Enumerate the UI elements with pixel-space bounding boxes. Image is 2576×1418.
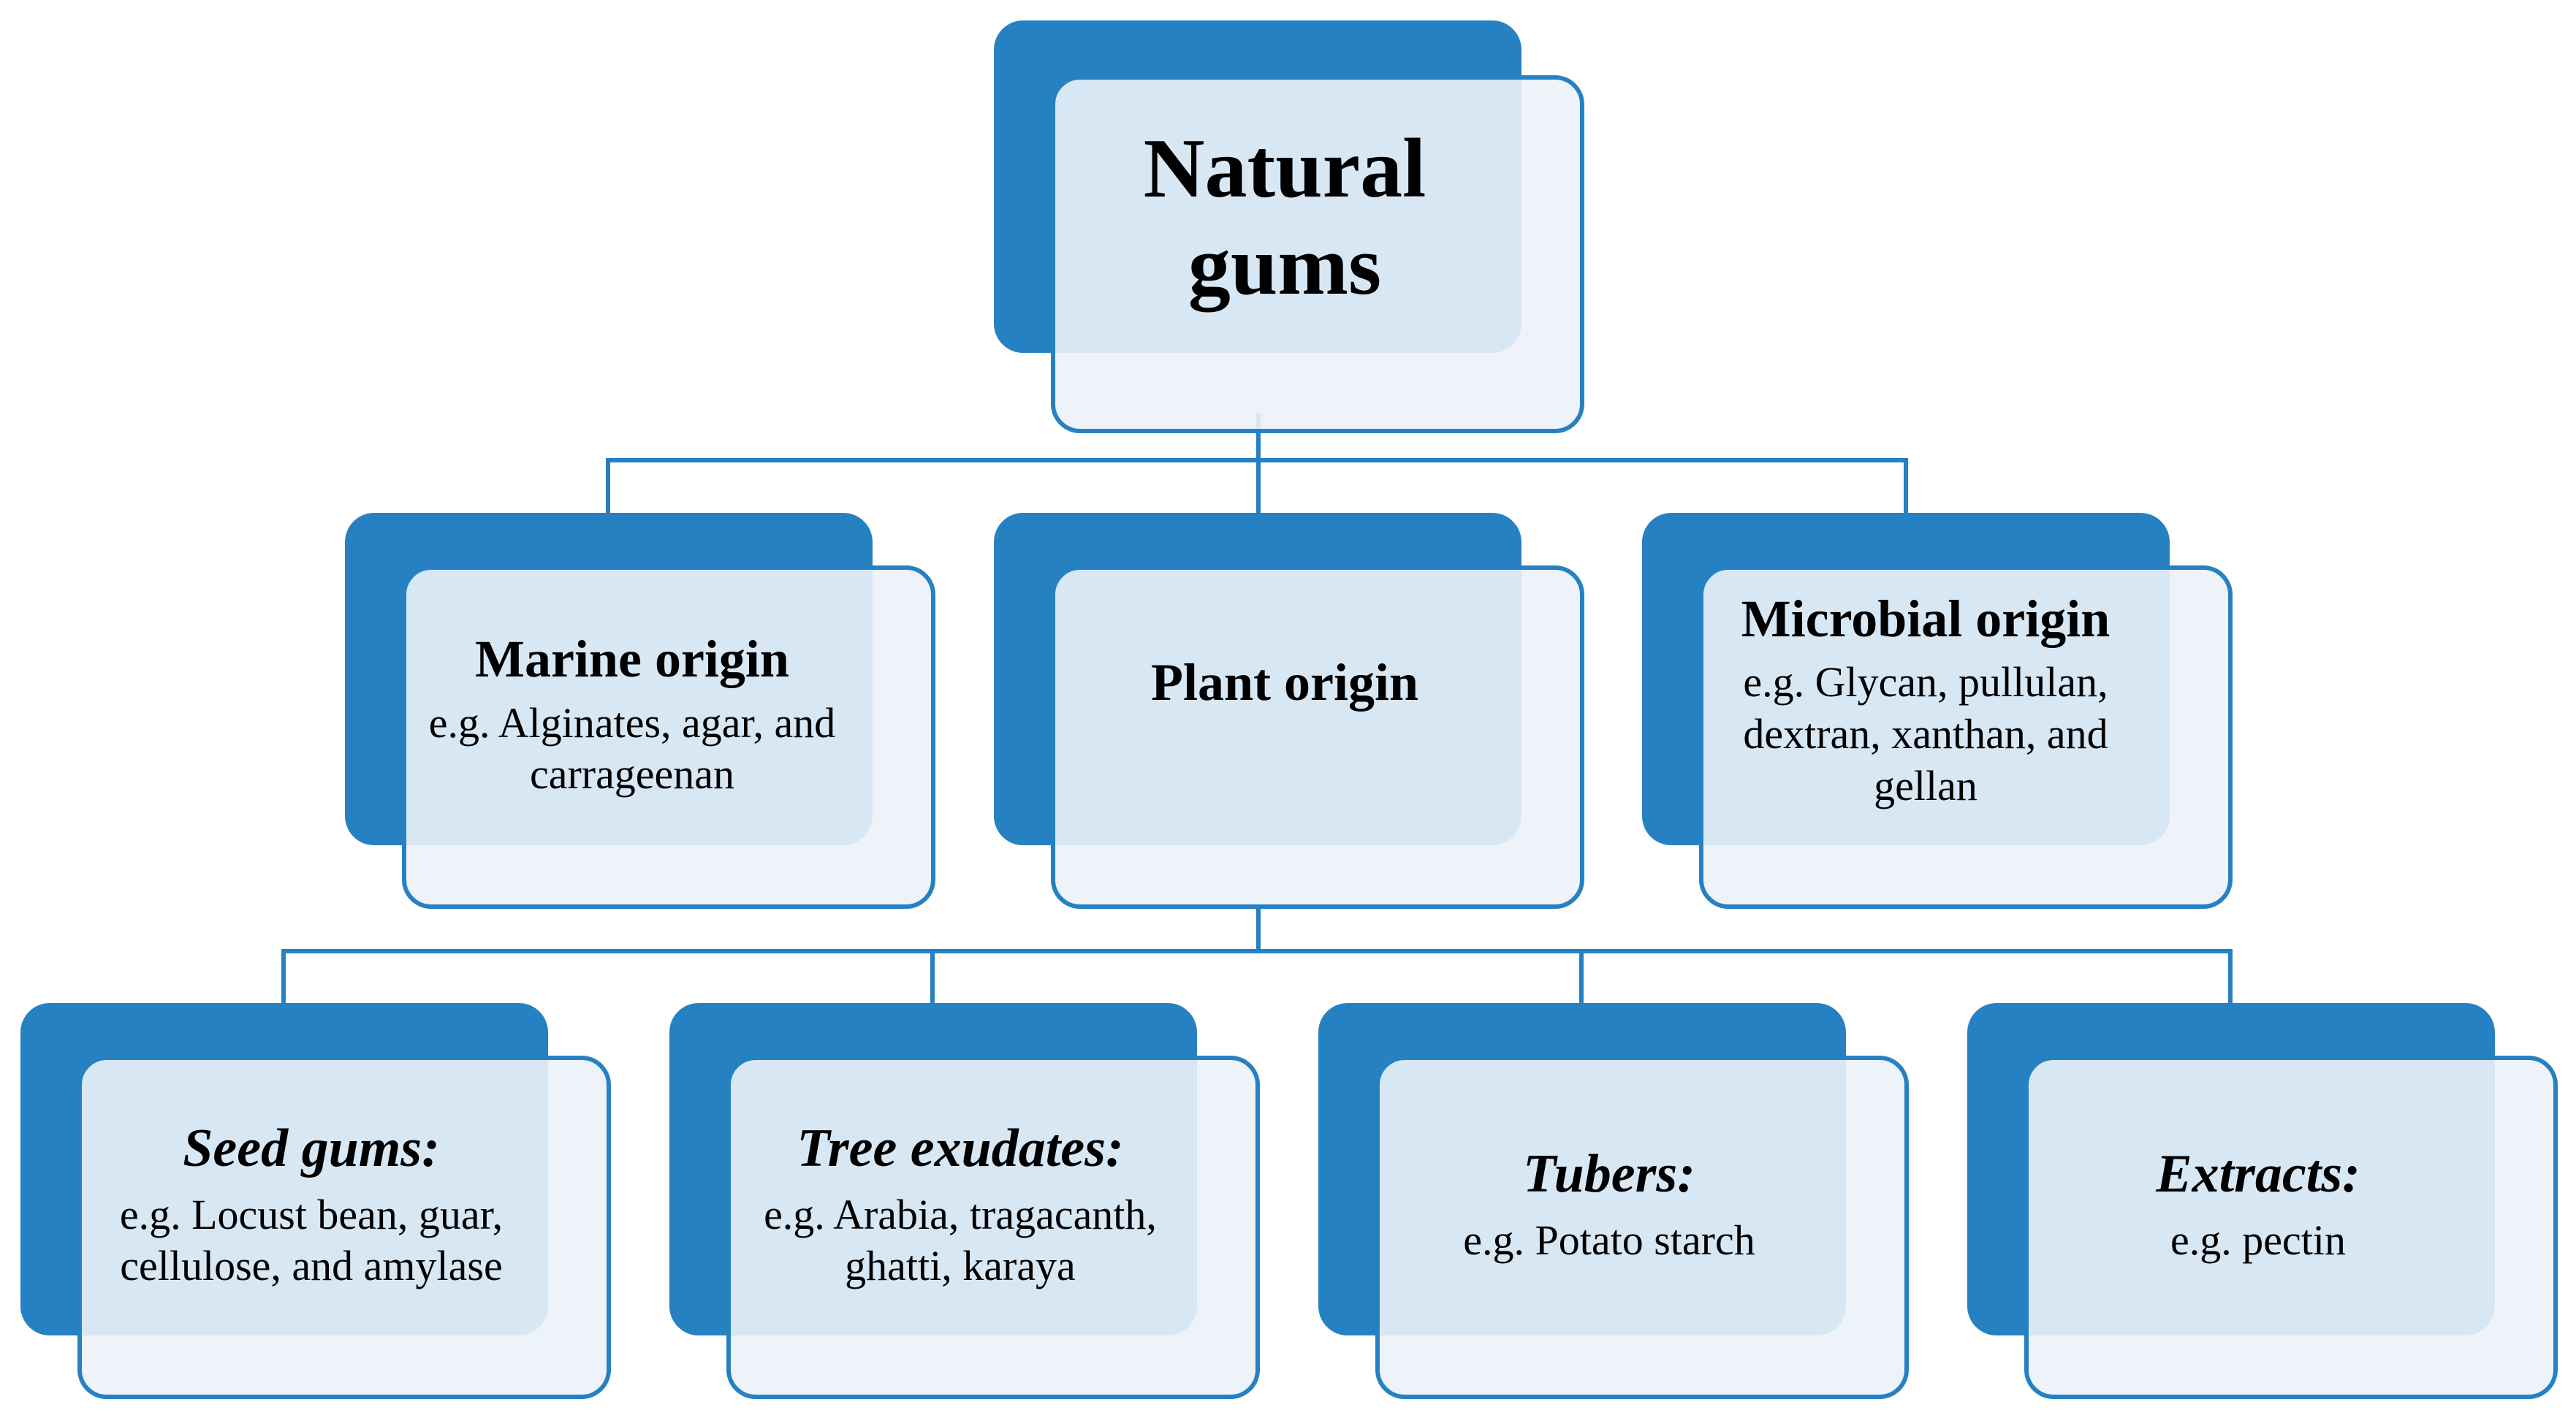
node-title: Tree exudates: <box>797 1118 1124 1178</box>
node-description-line: e.g. Alginates, agar, and <box>428 698 836 747</box>
node-panel: Microbial origin e.g. Glycan, pullulan, … <box>1699 565 2233 909</box>
node-tree-exudates: Tree exudates: e.g. Arabia, tragacanth, … <box>669 1003 1269 1412</box>
node-panel: Plant origin <box>1051 565 1584 909</box>
node-description-line: cellulose, and amylase <box>120 1242 503 1290</box>
node-title: Tubers: <box>1523 1144 1695 1205</box>
node-title: Plant origin <box>1150 652 1418 712</box>
node-title: Extracts: <box>2156 1144 2360 1205</box>
node-natural-gums: Natural gums <box>994 20 1584 433</box>
node-description-line: ghatti, karaya <box>845 1242 1076 1290</box>
node-panel: Tree exudates: e.g. Arabia, tragacanth, … <box>726 1056 1260 1399</box>
node-title-line: Natural <box>1143 121 1426 216</box>
node-extracts: Extracts: e.g. pectin <box>1967 1003 2566 1412</box>
node-microbial-origin: Microbial origin e.g. Glycan, pullulan, … <box>1642 513 2241 922</box>
node-title: Marine origin <box>475 629 789 688</box>
node-seed-gums: Seed gums: e.g. Locust bean, guar, cellu… <box>20 1003 620 1412</box>
node-description: e.g. pectin <box>2156 1215 2360 1267</box>
node-description-line: e.g. pectin <box>2170 1216 2346 1265</box>
node-description-line: dextran, xanthan, and <box>1743 709 2108 758</box>
node-description: e.g. Alginates, agar, and carrageenan <box>429 698 836 801</box>
node-title: Seed gums: <box>183 1118 440 1178</box>
node-description: e.g. Arabia, tragacanth, ghatti, karaya <box>764 1189 1157 1293</box>
node-description-line: e.g. Potato starch <box>1463 1216 1755 1265</box>
node-title: Microbial origin <box>1741 589 2110 648</box>
node-title-line: gums <box>1188 219 1382 313</box>
node-panel: Natural gums <box>1051 75 1584 433</box>
node-description-line: gellan <box>1874 761 1977 809</box>
node-description: e.g. Glycan, pullulan, dextran, xanthan,… <box>1741 657 2110 812</box>
node-panel: Tubers: e.g. Potato starch <box>1375 1056 1909 1399</box>
node-description: e.g. Potato starch <box>1463 1215 1755 1267</box>
node-panel: Extracts: e.g. pectin <box>2024 1056 2558 1399</box>
node-title: Natural gums <box>1144 121 1426 316</box>
node-description-line: e.g. Arabia, tragacanth, <box>764 1190 1157 1238</box>
node-marine-origin: Marine origin e.g. Alginates, agar, and … <box>345 513 944 922</box>
node-tubers: Tubers: e.g. Potato starch <box>1318 1003 1918 1412</box>
node-description-line: carrageenan <box>529 750 735 798</box>
node-description: e.g. Locust bean, guar, cellulose, and a… <box>120 1189 503 1293</box>
node-description-line: e.g. Glycan, pullulan, <box>1743 658 2108 706</box>
node-plant-origin: Plant origin <box>994 513 1593 922</box>
node-description-line: e.g. Locust bean, guar, <box>119 1190 504 1238</box>
node-panel: Marine origin e.g. Alginates, agar, and … <box>402 565 935 909</box>
node-panel: Seed gums: e.g. Locust bean, guar, cellu… <box>77 1056 611 1399</box>
